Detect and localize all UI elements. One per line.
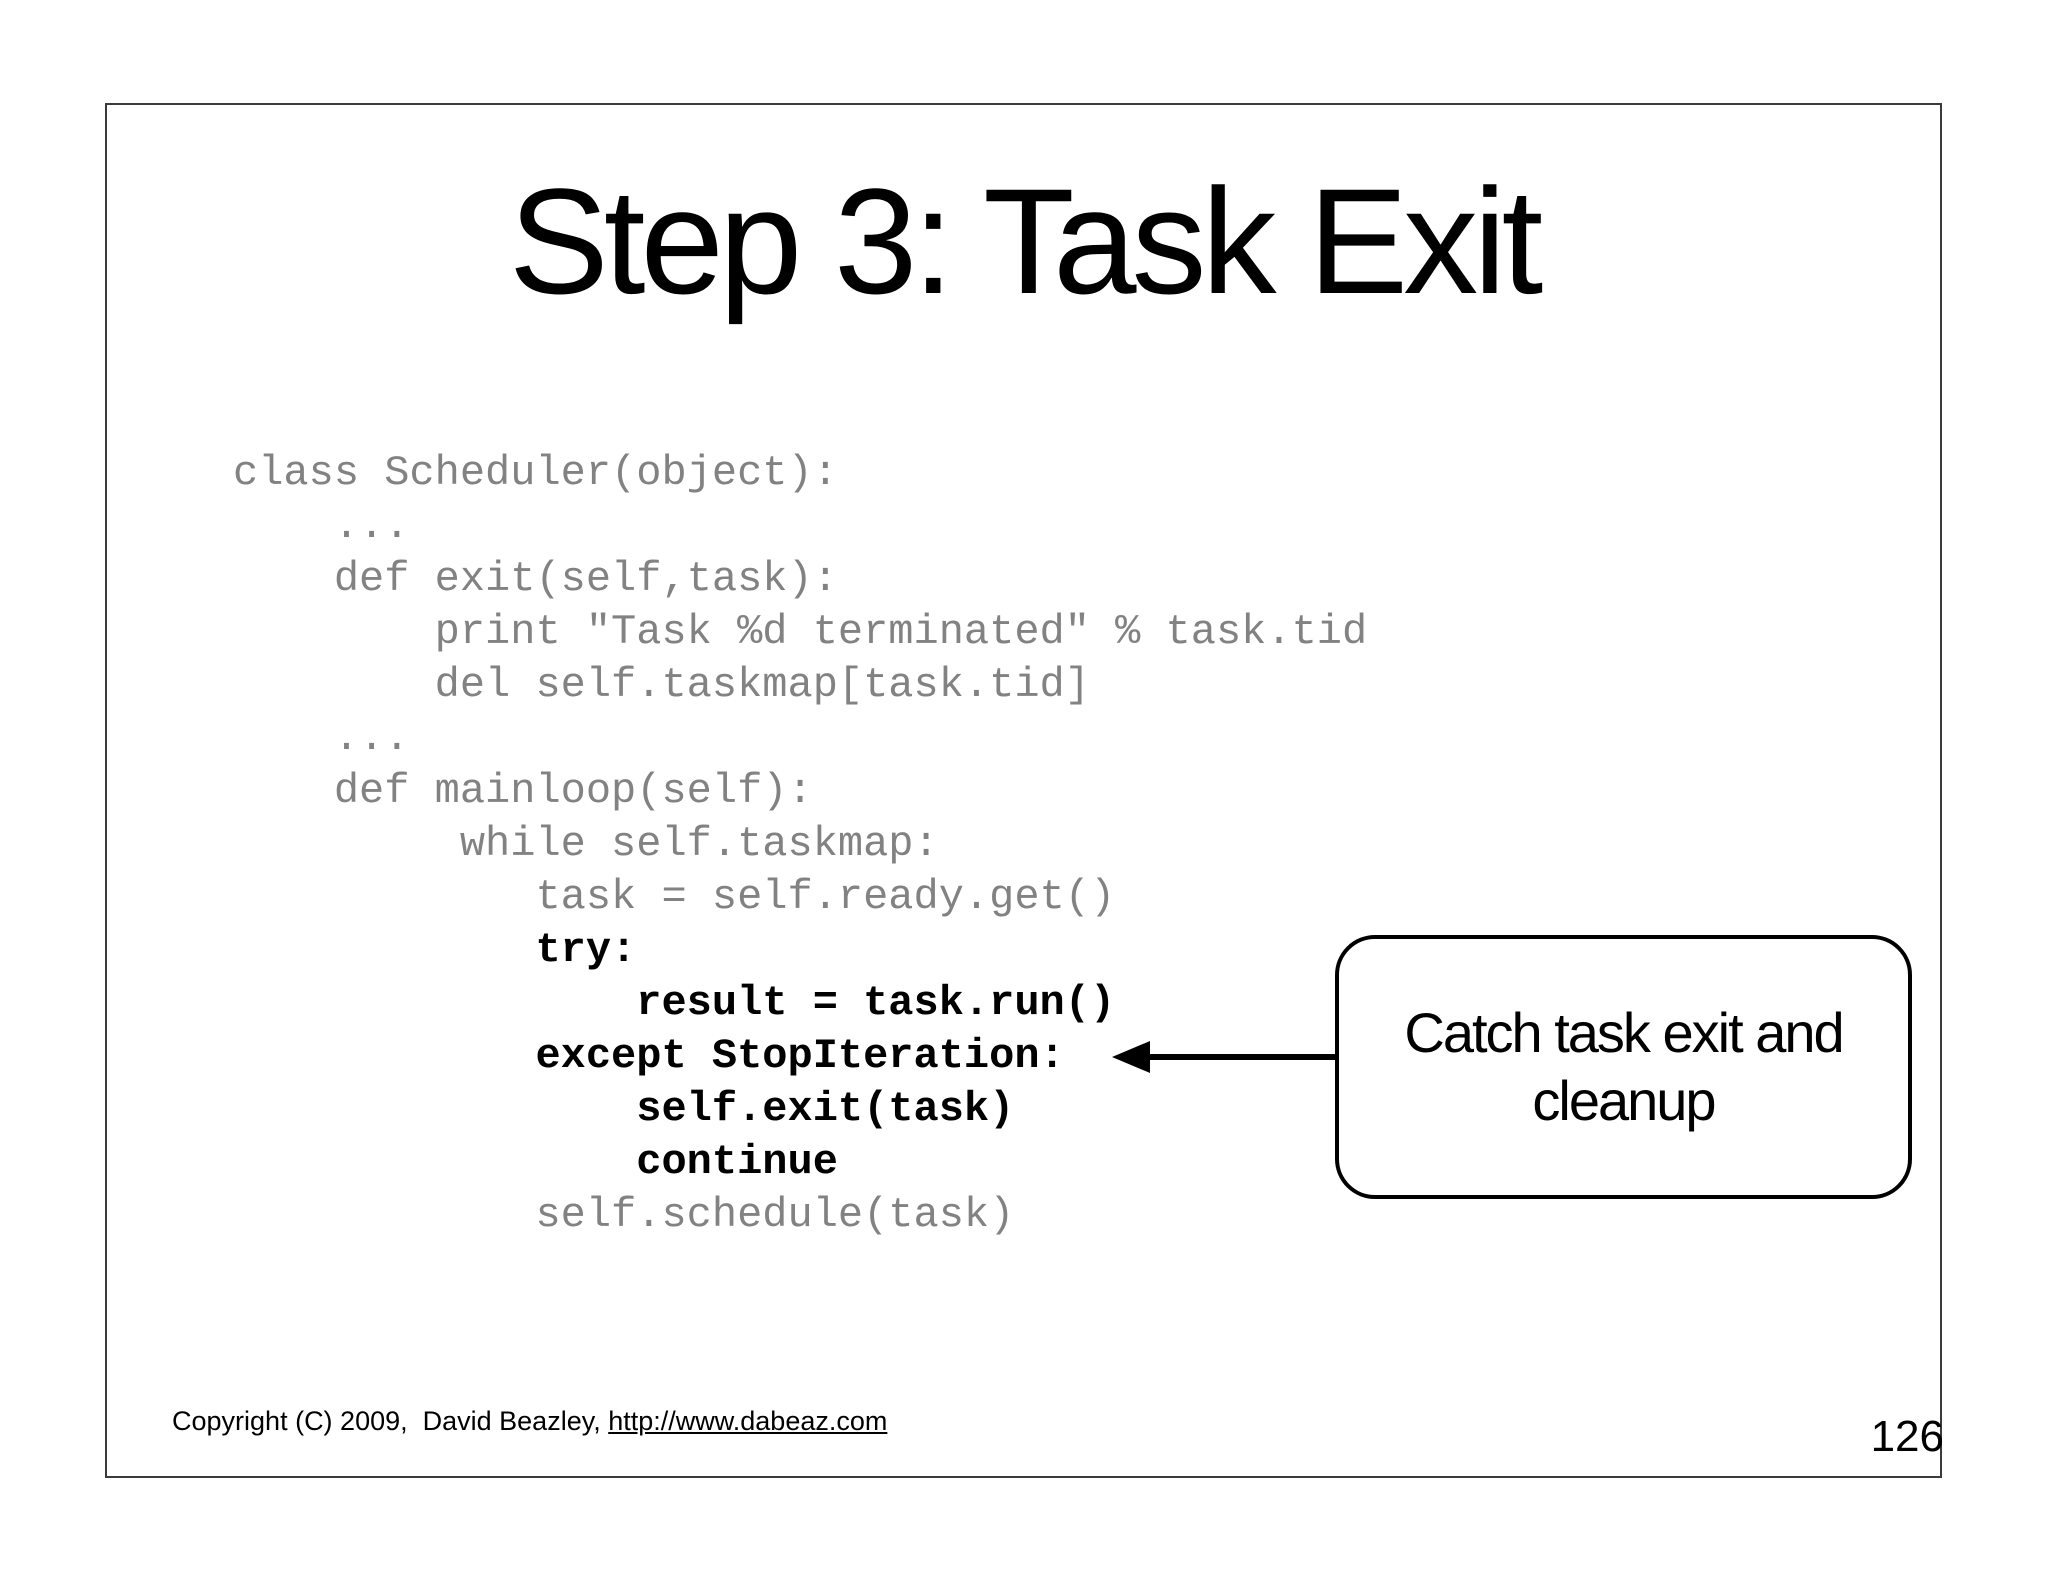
callout-text: Catch task exit and cleanup [1404, 1000, 1844, 1132]
code-line: except StopIteration: [233, 1032, 1065, 1080]
code-line: while self.taskmap: [233, 820, 939, 868]
code-line: try: [233, 926, 637, 974]
code-line: self.schedule(task) [233, 1191, 1015, 1239]
code-line: self.exit(task) [233, 1085, 1015, 1133]
code-line: result = task.run() [233, 979, 1116, 1027]
code-line: ... [233, 714, 410, 762]
code-line: continue [233, 1138, 838, 1186]
code-line: def exit(self,task): [233, 555, 838, 603]
code-block: class Scheduler(object): ... def exit(se… [233, 447, 1367, 1242]
copyright-text: Copyright (C) 2009, David Beazley, [172, 1406, 609, 1436]
code-line: def mainloop(self): [233, 767, 813, 815]
slide-title: Step 3: Task Exit [508, 157, 1543, 325]
left-arrow-icon [1112, 1041, 1335, 1073]
footer-link[interactable]: http://www.dabeaz.com [608, 1406, 888, 1436]
code-line: class Scheduler(object): [233, 449, 838, 497]
footer: Copyright (C) 2009, David Beazley, http:… [127, 1375, 887, 1468]
code-line: ... [233, 502, 410, 550]
callout-box: Catch task exit and cleanup [1335, 935, 1912, 1199]
page-number: 126 [1870, 1412, 1944, 1461]
code-line: task = self.ready.get() [233, 873, 1116, 921]
code-line: print "Task %d terminated" % task.tid [233, 608, 1368, 656]
code-line: del self.taskmap[task.tid] [233, 661, 1090, 709]
slide-frame: Step 3: Task Exit class Scheduler(object… [105, 103, 1944, 1478]
